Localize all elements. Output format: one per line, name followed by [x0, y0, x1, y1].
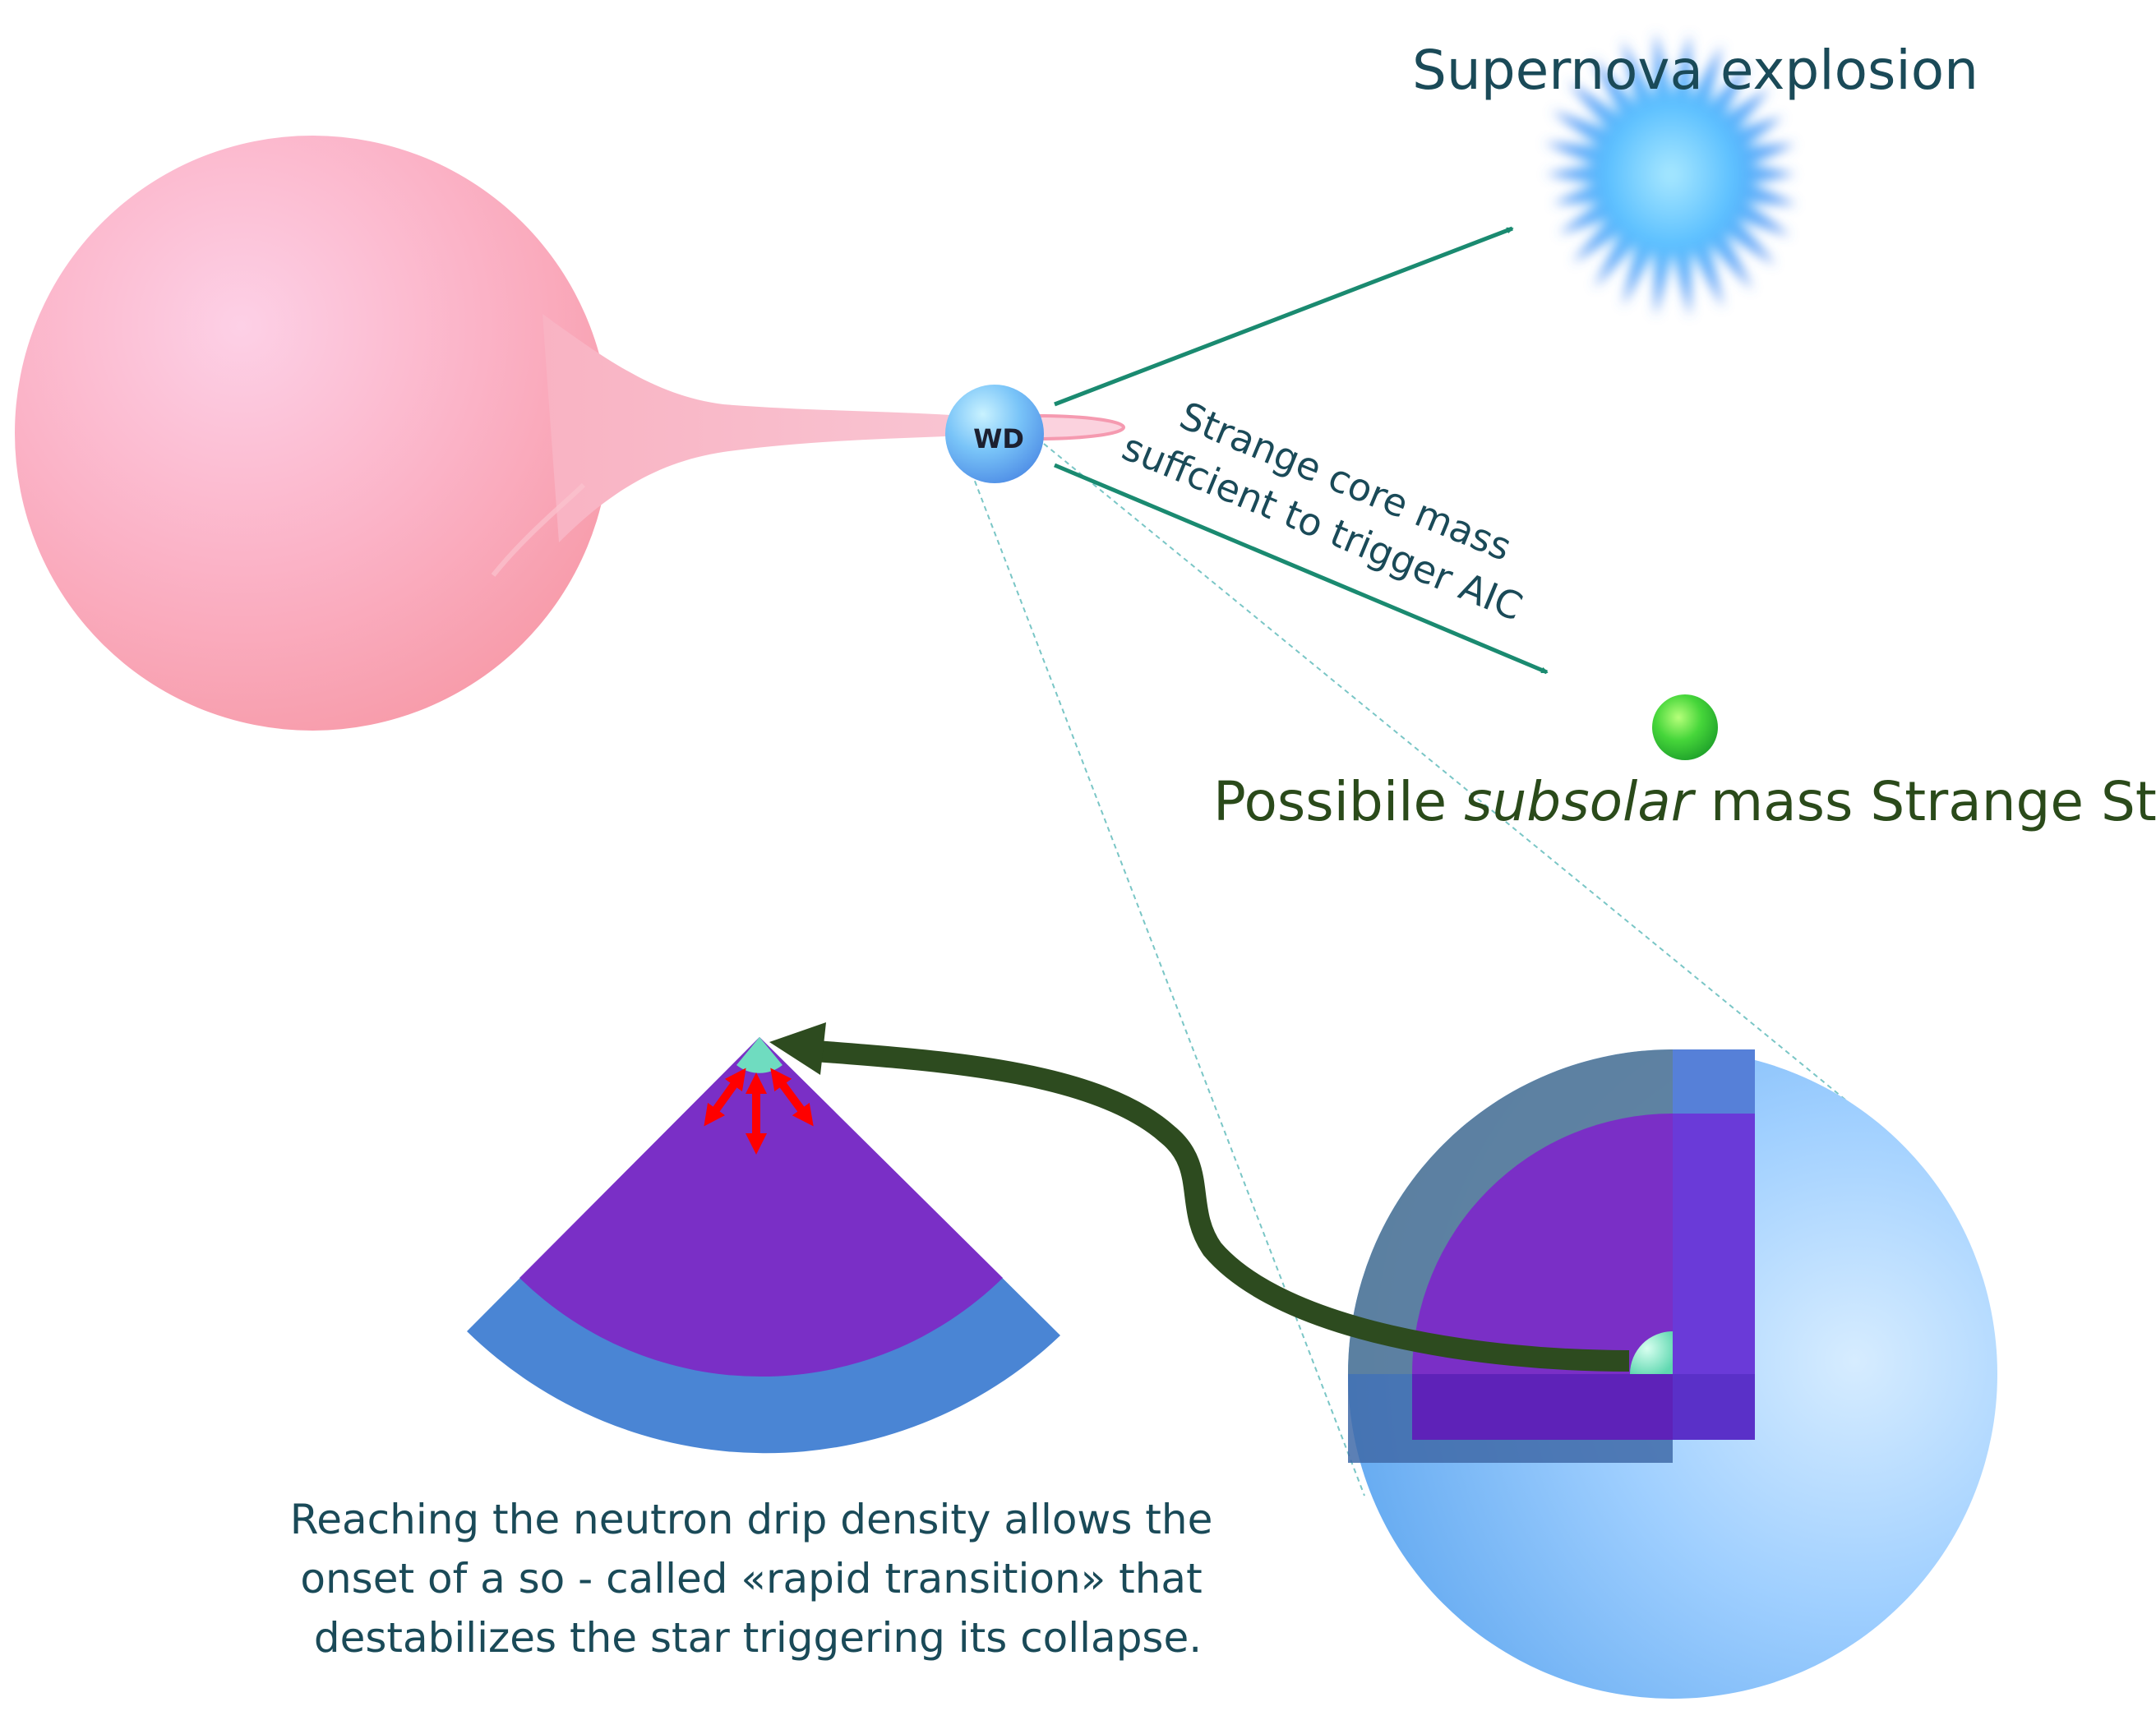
zoom-arrow-head	[769, 1022, 826, 1075]
arrow-to-supernova	[1054, 226, 1512, 407]
supernova-burst-shape	[1544, 31, 1797, 317]
core-wedge-cross-section	[467, 1037, 1060, 1454]
strange-star-label-em: subsolar	[1464, 770, 1697, 833]
supernova-burst-icon	[1544, 31, 1797, 317]
strange-star-sphere-icon	[1652, 694, 1718, 760]
zoom-arrow	[804, 1040, 1630, 1372]
red-giant-companion-star	[15, 136, 966, 731]
arrow-to-strange-star	[1054, 463, 1547, 675]
caption-line3: destabilizes the star triggering its col…	[314, 1614, 1202, 1662]
pressure-arrows-icon	[704, 1068, 814, 1155]
supernova-label: Supernova explosion	[1412, 39, 1978, 102]
strange-star-label: Possibile subsolar mass Strange Star	[1213, 770, 2156, 833]
caption: Reaching the neutron drip density allows…	[290, 1496, 1226, 1662]
strange-star-label-post: mass Strange Star	[1693, 770, 2156, 833]
white-dwarf-cutaway	[1348, 1049, 1997, 1699]
zoom-guide-lines	[971, 443, 1860, 1497]
aic-label: Strange core mass suffcient to trigger A…	[1116, 377, 1549, 630]
white-dwarf-sphere: WD	[945, 385, 1044, 483]
caption-line1: Reaching the neutron drip density allows…	[290, 1496, 1213, 1543]
wd-label: WD	[973, 423, 1024, 454]
caption-line2: onset of a so - called «rapid transition…	[300, 1555, 1202, 1603]
strange-star-label-pre: Possibile	[1213, 770, 1464, 833]
